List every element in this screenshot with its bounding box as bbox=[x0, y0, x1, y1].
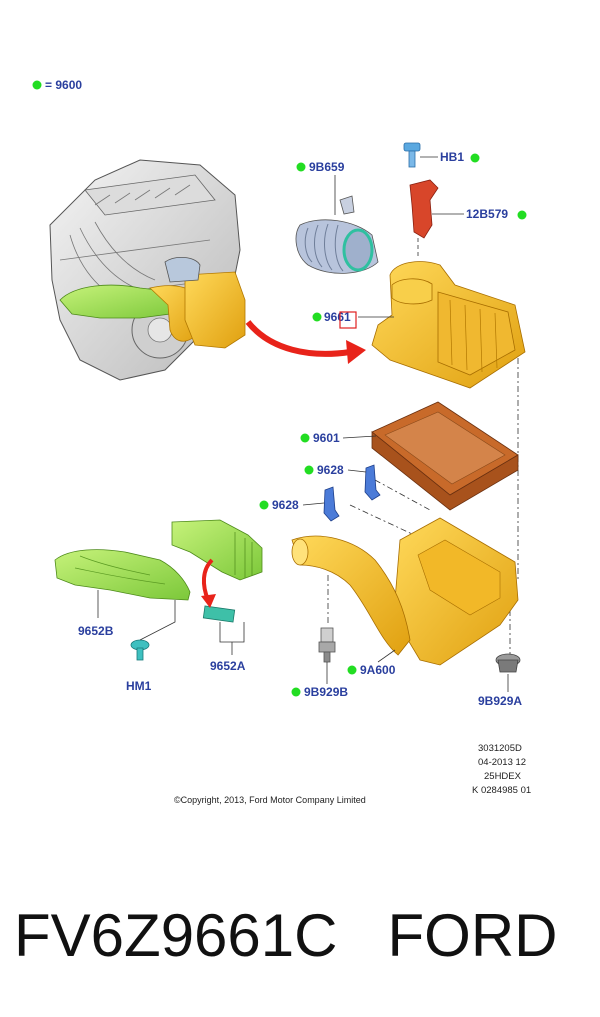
label-9628-upper: 9628 bbox=[317, 463, 344, 477]
grommet-9b929a bbox=[495, 653, 521, 673]
part-dot-icon bbox=[300, 433, 310, 443]
part-dot-icon bbox=[470, 153, 480, 163]
label-9652a: 9652A bbox=[210, 659, 246, 673]
intake-duct-9652b bbox=[54, 549, 191, 601]
upper-housing-9661 bbox=[371, 261, 526, 389]
bolt-hb1 bbox=[403, 142, 421, 168]
highlight-box bbox=[339, 311, 357, 329]
clip-9628-upper bbox=[364, 464, 381, 501]
label-hm1: HM1 bbox=[126, 679, 152, 693]
lower-housing-9a600 bbox=[291, 517, 519, 666]
air-filter-9601 bbox=[371, 401, 519, 511]
legend: = 9600 bbox=[32, 78, 82, 92]
copyright-text: ©Copyright, 2013, Ford Motor Company Lim… bbox=[174, 795, 366, 805]
caption-part-number: FV6Z9661C bbox=[14, 902, 338, 969]
ref-line-3: 25HDEX bbox=[484, 771, 522, 782]
label-9628-lower: 9628 bbox=[272, 498, 299, 512]
legend-dot-icon bbox=[32, 80, 42, 90]
caption-brand: FORD bbox=[387, 902, 558, 969]
part-dot-icon bbox=[296, 162, 306, 172]
label-9652b: 9652B bbox=[78, 624, 114, 638]
ref-line-2: 04-2013 12 bbox=[478, 757, 526, 768]
label-9b929a: 9B929A bbox=[478, 694, 522, 708]
engine-illustration bbox=[49, 159, 246, 381]
ref-line-4: K 0284985 01 bbox=[472, 785, 531, 796]
label-9661: 9661 bbox=[324, 310, 351, 324]
part-dot-icon bbox=[312, 312, 322, 322]
push-pin-hm1 bbox=[130, 639, 150, 661]
part-dot-icon bbox=[304, 465, 314, 475]
bracket-12b579 bbox=[409, 179, 439, 239]
label-12b579: 12B579 bbox=[466, 207, 508, 221]
grommet-9b929b bbox=[318, 627, 336, 663]
red-direction-arrow-icon bbox=[245, 320, 351, 357]
legend-text: = 9600 bbox=[45, 78, 82, 92]
label-9601: 9601 bbox=[313, 431, 340, 445]
part-dot-icon bbox=[259, 500, 269, 510]
reference-block: 3031205D 04-2013 12 25HDEX K 0284985 01 bbox=[472, 743, 531, 796]
part-dot-icon bbox=[291, 687, 301, 697]
part-caption: FV6Z9661C FORD bbox=[14, 896, 594, 976]
clip-9628-lower bbox=[323, 486, 340, 522]
label-hb1: HB1 bbox=[440, 150, 464, 164]
label-9b659: 9B659 bbox=[309, 160, 345, 174]
hose-9b659 bbox=[295, 195, 379, 274]
resonator-9652a bbox=[171, 519, 263, 623]
part-dot-icon bbox=[347, 665, 357, 675]
ref-line-1: 3031205D bbox=[478, 743, 522, 754]
label-9b929b: 9B929B bbox=[304, 685, 348, 699]
label-9a600: 9A600 bbox=[360, 663, 396, 677]
part-dot-icon bbox=[517, 210, 527, 220]
air-cleaner-exploded-diagram: = 9600 9B659 bbox=[32, 78, 531, 805]
